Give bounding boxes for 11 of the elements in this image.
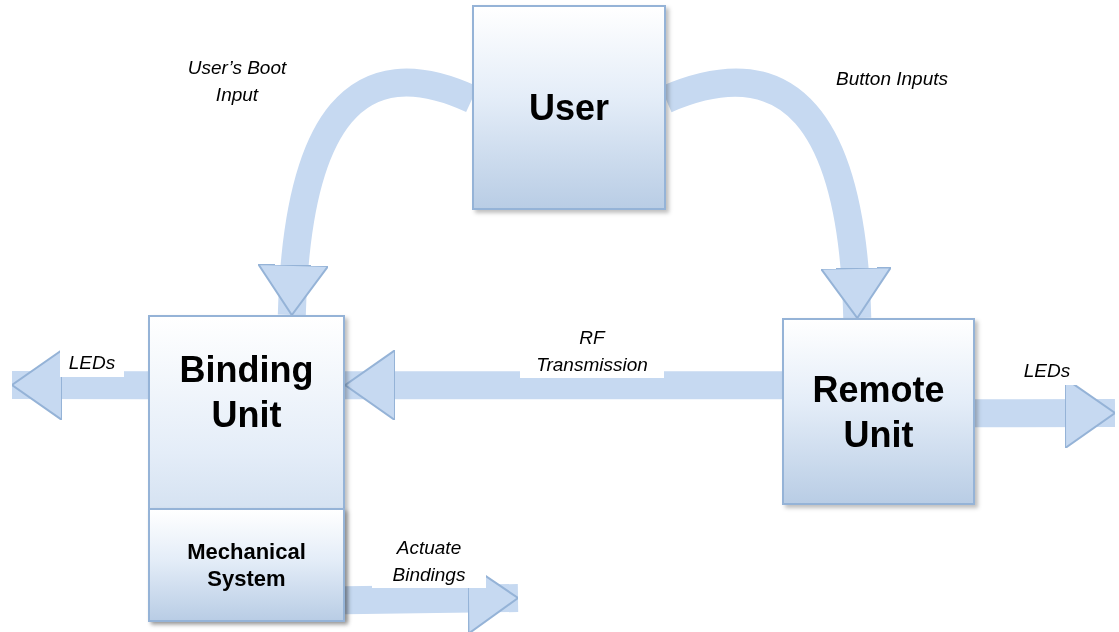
box-label: Binding Unit bbox=[178, 348, 315, 437]
block-arrow bbox=[344, 349, 782, 422]
block-arrow bbox=[11, 349, 148, 422]
process-box bbox=[472, 5, 666, 210]
process-box bbox=[148, 315, 345, 620]
box-label: User bbox=[528, 86, 610, 130]
edge-label: LEDs bbox=[60, 350, 124, 377]
box-label: Remote Unit bbox=[811, 367, 946, 457]
process-box bbox=[148, 508, 345, 622]
process-box bbox=[782, 318, 975, 505]
box-label: Mechanical System bbox=[186, 537, 307, 593]
